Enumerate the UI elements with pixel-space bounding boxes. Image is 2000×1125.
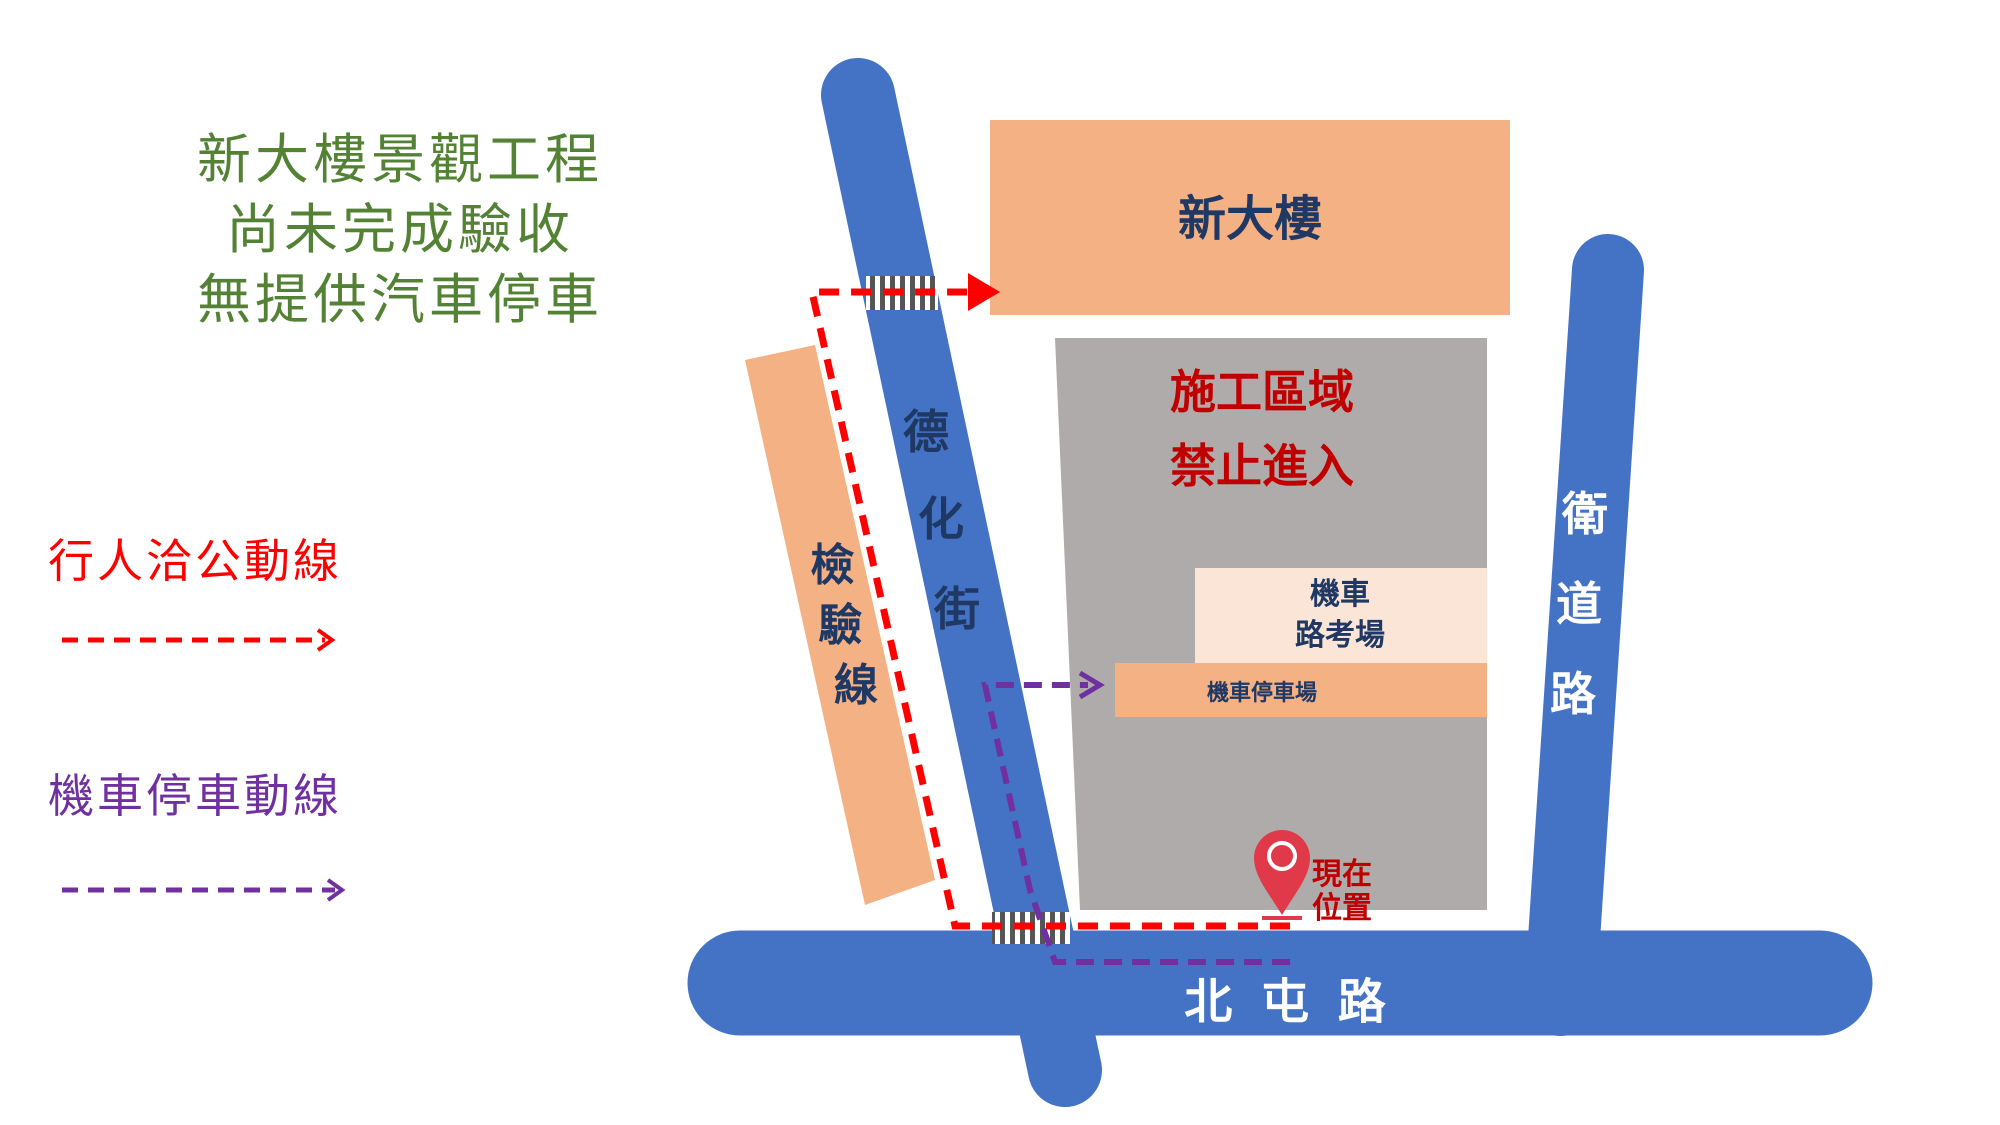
current-location-pin — [1254, 830, 1310, 920]
legend-pedestrian-arrowhead — [316, 628, 336, 652]
legend-pedestrian-label: 行人洽公動線 — [48, 534, 342, 588]
current-location-line2: 位置 — [1312, 891, 1372, 926]
pedestrian-route-arrowhead-inner — [968, 273, 1000, 311]
notice-line-3: 無提供汽車停車 — [197, 268, 603, 331]
pedestrian-route — [807, 288, 1290, 930]
weidao-road-label: 衛 道 路 — [1550, 487, 1624, 721]
motorcycle-route — [981, 682, 1290, 965]
moto-test-area-line1: 機車 — [1310, 577, 1370, 612]
weidao-char-2: 道 — [1556, 577, 1602, 631]
legend-motorcycle-arrowhead — [326, 878, 346, 902]
construction-zone-line2: 禁止進入 — [1170, 439, 1354, 493]
notice-line-1: 新大樓景觀工程 — [197, 128, 603, 191]
notice-line-2: 尚未完成驗收 — [226, 198, 574, 261]
moto-parking-label: 機車停車場 — [1207, 680, 1317, 706]
new-building — [990, 120, 1510, 315]
dehua-char-2: 化 — [918, 492, 964, 546]
inspection-char-3: 線 — [834, 660, 878, 711]
dehua-char-1: 德 — [903, 405, 949, 459]
moto-parking — [1115, 663, 1487, 717]
inspection-char-2: 驗 — [818, 600, 862, 651]
construction-zone-line1: 施工區域 — [1170, 365, 1354, 419]
new-building-label: 新大樓 — [1178, 191, 1322, 247]
legend-motorcycle-label: 機車停車動線 — [48, 769, 342, 823]
beitun-road-label: 北 屯 路 — [1184, 974, 1391, 1030]
dehua-char-3: 街 — [933, 582, 980, 636]
weidao-road — [1524, 234, 1644, 1036]
moto-test-area-line2: 路考場 — [1295, 618, 1385, 653]
dehua-street-road — [821, 58, 1102, 1107]
location-marker-dot — [1267, 841, 1297, 871]
inspection-char-1: 檢 — [810, 540, 854, 591]
motorcycle-route-arrowhead — [1078, 670, 1105, 700]
weidao-char-1: 衛 — [1561, 487, 1608, 541]
inspection-line-label: 檢 驗 線 — [810, 540, 878, 711]
weidao-char-3: 路 — [1550, 667, 1597, 721]
current-location-line1: 現在 — [1312, 857, 1372, 892]
construction-notice: 新大樓景觀工程 尚未完成驗收 無提供汽車停車 — [150, 125, 650, 335]
inspection-line-building — [745, 345, 935, 905]
moto-test-area — [1195, 568, 1487, 663]
dehua-street-label: 德 化 街 — [903, 405, 980, 636]
